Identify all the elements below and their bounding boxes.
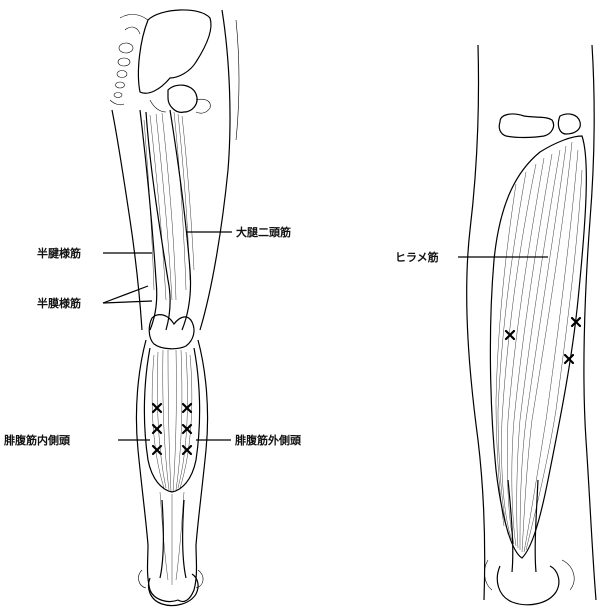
lower-leg-outline-left [467,45,485,600]
biceps-femoris-muscle [170,110,191,330]
heel-bone-right [497,566,559,605]
label-gastrocnemius-lateral: 腓腹筋外側頭 [235,433,302,447]
x-marker [183,404,191,412]
x-marker [183,446,191,454]
label-semimembranosus: 半膜様筋 [37,296,81,310]
x-marker [506,331,514,339]
hamstring-fibers [144,112,194,300]
leader-semimembranosus-a [103,286,148,303]
posterior-leg-figure: 半腱様筋 大腿二頭筋 半膜様筋 腓腹筋内側頭 腓腹筋外側頭 [4,10,302,606]
label-soleus: ヒラメ筋 [395,250,439,264]
achilles-tendon-right [508,480,538,572]
leader-semimembranosus-b [103,301,152,303]
knee-fossa [149,315,194,349]
lower-leg-figure: ヒラメ筋 [395,45,596,605]
marker-group-right [506,318,580,363]
label-biceps-femoris: 大腿二頭筋 [236,225,291,239]
pelvis-bone [138,10,211,93]
sacrum [110,43,133,105]
thigh-outline-left [112,110,142,330]
fibula-head [558,114,580,134]
achilles-tendon [160,500,186,578]
calf-fibers [152,350,192,585]
x-marker [153,425,161,433]
tibia-head [499,114,553,138]
label-gastrocnemius-medial: 腓腹筋内側頭 [4,433,71,447]
soleus-muscle [490,136,586,558]
thigh-outline-right [200,10,230,330]
lower-leg-outline-right [584,45,596,600]
x-marker [153,446,161,454]
label-semitendinosus: 半腱様筋 [37,246,81,260]
femoral-head [168,85,197,112]
x-marker [565,355,573,363]
x-marker [153,404,161,412]
